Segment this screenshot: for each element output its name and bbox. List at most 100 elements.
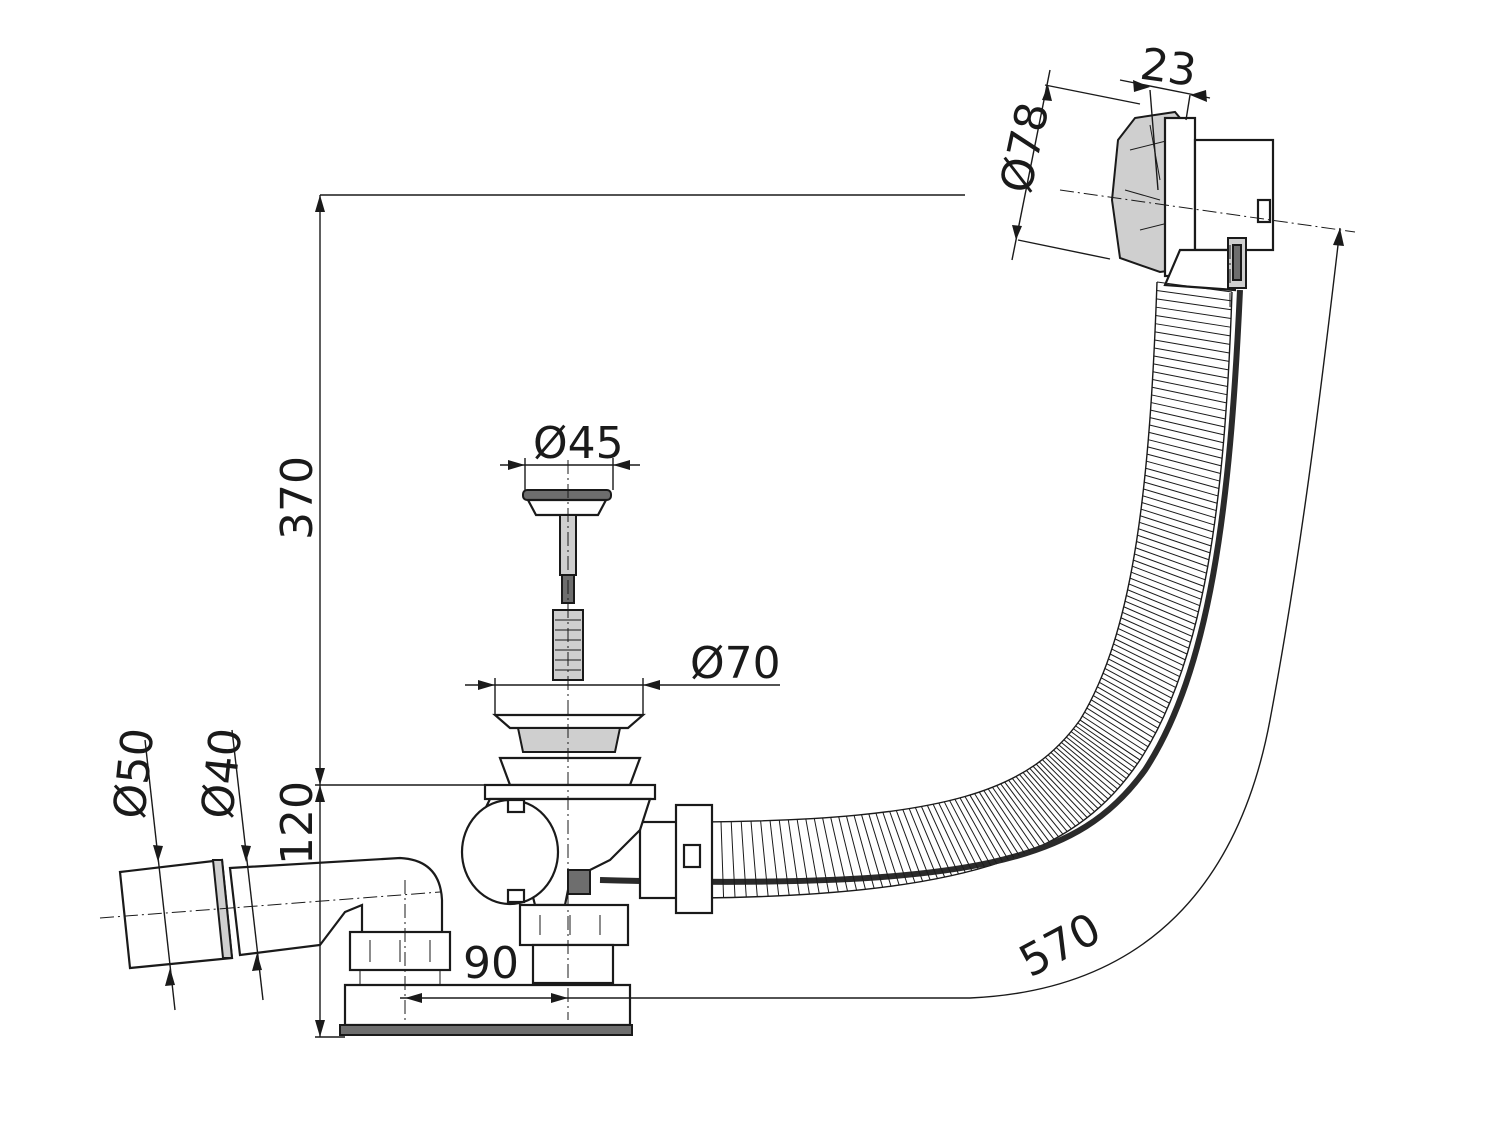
hose-rib [926,805,960,875]
hose-rib [1141,502,1215,526]
hose-rib [1109,653,1177,689]
hose-rib [1108,658,1175,694]
hose-rib [1090,699,1154,739]
hose-rib [895,810,924,882]
hose-rib [861,814,884,888]
hose-rib [1144,474,1219,497]
hose-rib [1131,571,1202,600]
hose-rib [1123,606,1193,637]
hose-rib [1000,783,1046,845]
hose-rib [1073,728,1133,772]
hose-rib [805,818,820,894]
hose-rib [1156,289,1232,302]
hose-rib [720,821,725,898]
hose-rib [875,812,900,886]
hose-rib [1058,744,1115,793]
dim-plug-diameter: Ø45 [533,418,624,469]
hose-rib [1155,314,1231,328]
hose-rib [1099,681,1164,719]
hose-rib [889,811,916,883]
dim-overflow-diameter: Ø78 [991,98,1060,197]
hose-rib [1155,323,1231,337]
hose-rib [1154,339,1230,354]
hose-rib [949,800,985,868]
dimension-lines [144,69,1344,1038]
hose-rib [1128,583,1199,613]
hose-rib [1068,733,1127,779]
hose-rib [1142,495,1216,519]
hose-rib [1151,386,1227,404]
hose-rib [959,797,998,864]
dim-outlet-inner-diameter: Ø40 [192,726,252,821]
hose-rib [1095,690,1159,729]
hose-rib [1011,778,1059,838]
hose-rib [1104,668,1170,704]
flexible-hose [599,281,1243,899]
hose-rib [1113,643,1181,678]
hose-rib [964,796,1003,862]
hose-rib [813,818,830,893]
hose-rib [1153,355,1229,371]
drain-flange [483,713,657,801]
hose-rib [1019,774,1068,832]
hose-rib [1129,577,1201,607]
hose-rib [796,819,810,895]
hose-rib [1148,431,1223,452]
hose-rib [1127,589,1198,619]
hose-rib [1097,686,1161,724]
hose-rib [1146,460,1220,482]
hose-rib [1055,747,1112,797]
hose-rib [1143,488,1217,512]
hose-rib [787,819,800,895]
hose-rib [914,807,946,878]
hose-rib [1156,281,1233,293]
hose-rib [1044,756,1099,809]
hose-rib [1026,770,1076,827]
hose-rib [1149,417,1225,436]
overflow-head [1110,110,1275,292]
hose-rib [1070,731,1130,776]
hose-rib [1152,371,1228,387]
hose-rib [1082,715,1144,757]
dim-overflow-depth: 23 [1137,39,1200,97]
hose-rib [750,821,758,897]
hose-rib [1116,633,1184,667]
hose-rib [954,799,992,866]
outlet-elbow [228,856,633,1036]
dim-outlet-offset: 90 [463,938,519,989]
hose-rib [868,813,892,887]
hose-rib [830,817,849,892]
dim-total-height: 370 [272,456,323,540]
hose-rib [1029,768,1080,824]
hose-rib [938,802,973,871]
hose-rib [1015,776,1064,835]
hose-rib [992,786,1036,850]
hose-rib [1066,736,1124,783]
hose-rib [978,791,1020,856]
hose-rib [1151,394,1227,412]
hose-rib [1084,711,1146,752]
hose-rib [853,815,875,889]
hose-rib [932,804,966,873]
hose-rib [1147,446,1222,467]
hose-rib [1079,719,1141,761]
hose-rib [1137,534,1210,561]
hose-rib [1102,672,1168,709]
hose-rib [1120,617,1190,649]
plug-assembly [522,489,612,681]
hose-rib [943,801,979,870]
hose-rib [969,794,1009,860]
hose-rib [996,785,1041,847]
hose-rib [1138,528,1211,554]
hose-rib [822,817,839,893]
hose-rib [1075,725,1136,769]
center-lines [99,189,1356,1020]
hose-rib [1154,347,1230,362]
dim-trap-height: 120 [272,781,323,865]
hose-rib [1153,363,1229,379]
hose-rib [760,820,769,897]
hose-rib [1135,547,1207,574]
hose-rib [838,816,858,891]
dim-drain-diameter: Ø70 [690,638,781,689]
